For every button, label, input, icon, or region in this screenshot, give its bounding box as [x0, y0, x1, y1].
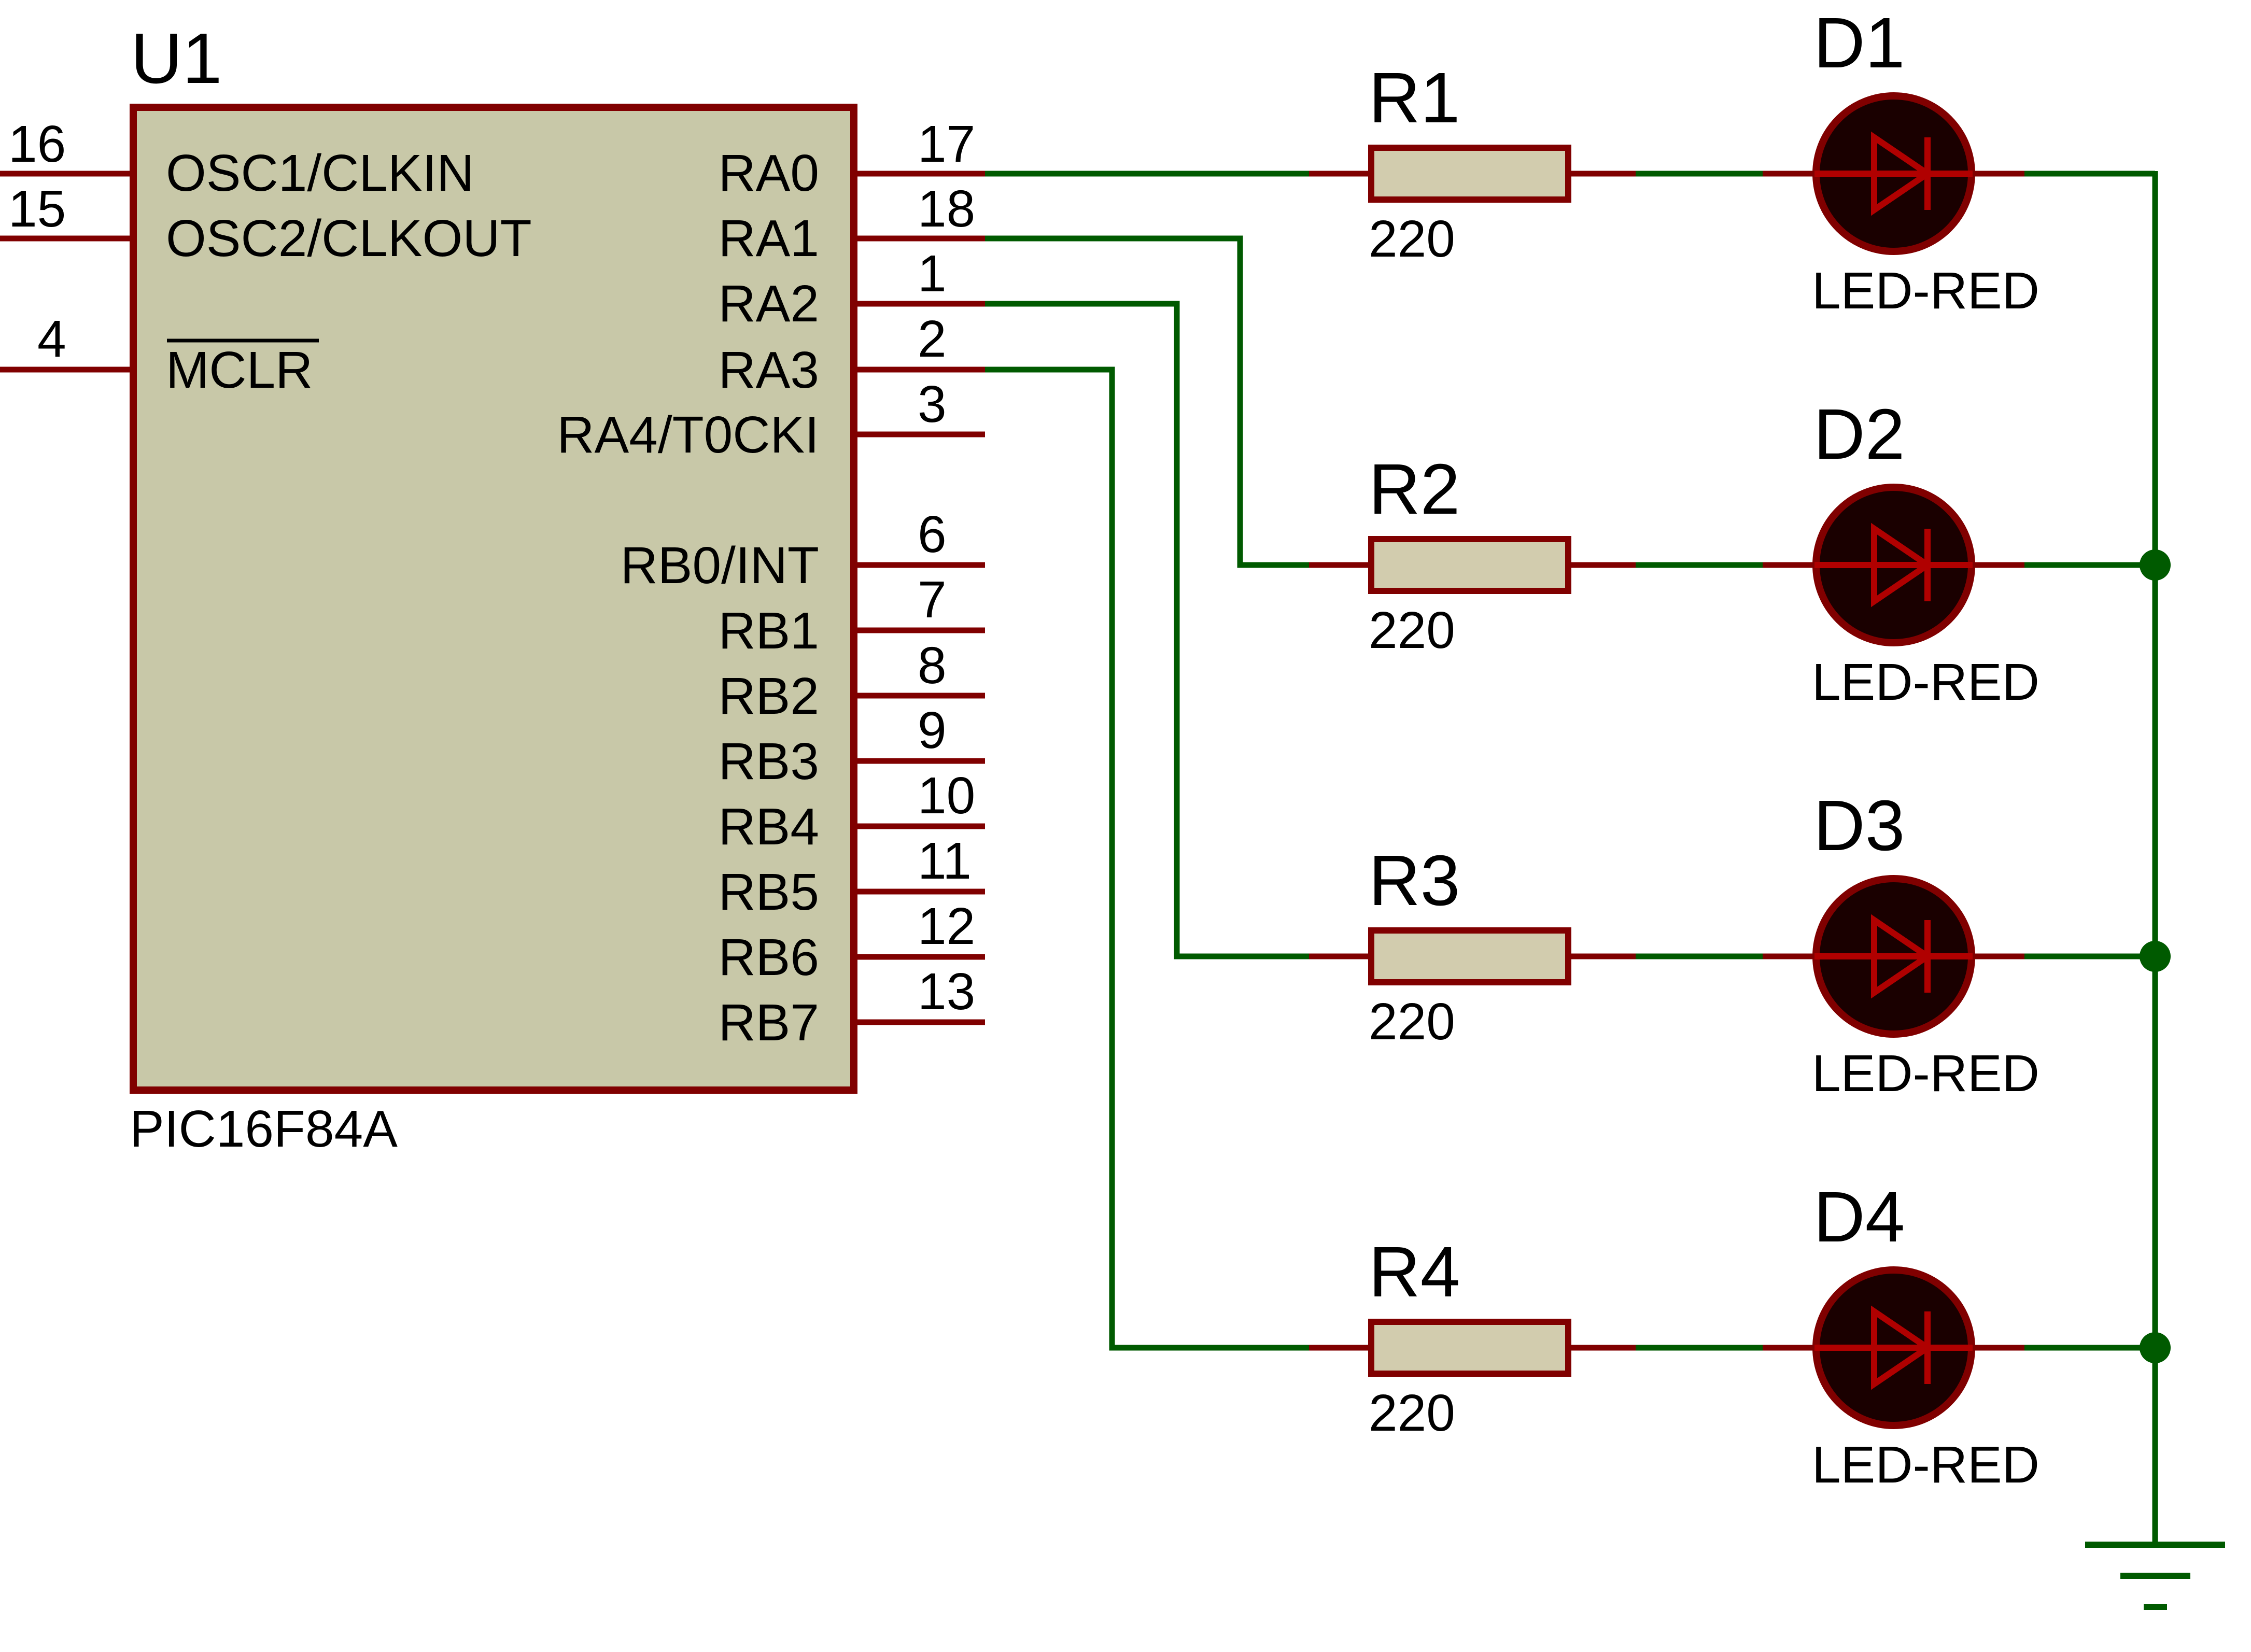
junction-dot [2140, 549, 2171, 581]
resistor-body [1368, 536, 1571, 594]
ic-body [130, 104, 857, 1094]
pin-name: RB6 [718, 928, 819, 986]
ic-right-pin-rb0[interactable]: 6 RB0/INT [621, 505, 985, 595]
pin-number: 4 [37, 310, 66, 368]
pin-name: RB1 [718, 602, 819, 660]
led-d4[interactable]: D4 LED-RED [1763, 1177, 2039, 1494]
led-type: LED-RED [1812, 653, 2039, 711]
pin-name: RA3 [718, 341, 819, 399]
pin-name: RB3 [718, 732, 819, 790]
ic-part-label: PIC16F84A [130, 1100, 398, 1158]
pin-number: 12 [918, 897, 975, 955]
pin-name: RB0/INT [621, 536, 819, 595]
wires [985, 171, 2171, 1545]
pin-number: 8 [918, 637, 947, 695]
pin-number: 13 [918, 963, 975, 1021]
ic-right-pin-rb1[interactable]: 7 RB1 [718, 571, 985, 660]
resistor-r4[interactable]: R4 220 [1309, 1232, 1636, 1442]
led-reference: D2 [1813, 394, 1905, 474]
pin-number: 7 [918, 571, 947, 629]
ic-left-pin-osc1[interactable]: 16 OSC1/CLKIN [0, 115, 474, 202]
pin-number: 18 [918, 180, 975, 238]
pin-name: RA4/T0CKI [557, 406, 819, 464]
diode-symbol-icon [1814, 1305, 1973, 1390]
ic-right-pin-ra3[interactable]: 2 RA3 [718, 310, 985, 399]
resistor-value: 220 [1369, 210, 1455, 268]
resistor-r2[interactable]: R2 220 [1309, 449, 1636, 659]
pin-number: 15 [8, 180, 66, 238]
pin-number: 2 [918, 310, 947, 368]
led-type: LED-RED [1812, 262, 2039, 320]
pin-number: 17 [918, 115, 975, 173]
pin-number: 10 [918, 767, 975, 825]
resistor-value: 220 [1369, 601, 1455, 659]
ic-right-pin-rb6[interactable]: 12 RB6 [718, 897, 985, 986]
pin-name: RB4 [718, 798, 819, 856]
diode-symbol-icon [1814, 914, 1973, 999]
ic-reference-label: U1 [131, 19, 222, 98]
junction-dot [2140, 941, 2171, 972]
pin-name: RB5 [718, 863, 819, 921]
resistor-body [1368, 927, 1571, 985]
resistor-r1[interactable]: R1 220 [1309, 58, 1636, 268]
pin-number: 9 [918, 701, 947, 759]
led-d1[interactable]: D1 LED-RED [1763, 3, 2039, 320]
resistor-reference: R1 [1369, 58, 1460, 138]
resistor-body [1368, 145, 1571, 203]
led-reference: D1 [1813, 3, 1905, 83]
resistor-body [1368, 1319, 1571, 1377]
led-d3[interactable]: D3 LED-RED [1763, 786, 2039, 1103]
pin-number: 1 [918, 245, 947, 303]
ic-right-pin-rb4[interactable]: 10 RB4 [718, 767, 985, 856]
pin-name: RB7 [718, 994, 819, 1052]
pin-name: OSC1/CLKIN [166, 144, 474, 202]
resistor-reference: R2 [1369, 449, 1460, 529]
resistor-reference: R3 [1369, 841, 1460, 921]
ic-left-pin-osc2[interactable]: 15 OSC2/CLKOUT [0, 180, 532, 267]
pin-name: RA1 [718, 209, 819, 267]
wire-ra3-r4[interactable] [985, 366, 1309, 1351]
pin-name: RB2 [718, 667, 819, 725]
ic-right-pin-ra4[interactable]: 3 RA4/T0CKI [557, 375, 985, 464]
resistor-reference: R4 [1369, 1232, 1460, 1312]
ic-right-pin-ra1[interactable]: 18 RA1 [718, 180, 985, 267]
led-reference: D3 [1813, 786, 1905, 866]
wire-ra1-r2[interactable] [985, 235, 1309, 568]
ic-right-pin-rb3[interactable]: 9 RB3 [718, 701, 985, 790]
led-type: LED-RED [1812, 1044, 2039, 1103]
ic-right-pin-ra2[interactable]: 1 RA2 [718, 245, 985, 333]
pin-name: RA0 [718, 144, 819, 202]
led-reference: D4 [1813, 1177, 1905, 1257]
pin-number: 11 [918, 832, 972, 890]
pin-number: 16 [8, 115, 66, 173]
pin-name: OSC2/CLKOUT [166, 209, 532, 267]
ic-right-pin-rb2[interactable]: 8 RB2 [718, 637, 985, 725]
resistor-r3[interactable]: R3 220 [1309, 841, 1636, 1051]
ic-left-pin-mclr[interactable]: 4 MCLR [0, 310, 319, 399]
ic-right-pin-rb5[interactable]: 11 RB5 [718, 832, 985, 921]
pin-number: 6 [918, 505, 947, 563]
pin-name: RA2 [718, 275, 819, 333]
diode-symbol-icon [1814, 131, 1973, 216]
pin-name: MCLR [166, 341, 313, 399]
resistor-value: 220 [1369, 993, 1455, 1051]
led-d2[interactable]: D2 LED-RED [1763, 394, 2039, 711]
diode-symbol-icon [1814, 523, 1973, 608]
wire-ra2-r3[interactable] [985, 301, 1309, 959]
ic-right-pin-ra0[interactable]: 17 RA0 [718, 115, 985, 202]
ic-u1[interactable]: U1 PIC16F84A 16 OSC1/CLKIN 15 OSC2/CLKOU… [0, 19, 985, 1158]
junction-dot [2140, 1332, 2171, 1363]
ic-right-pin-rb7[interactable]: 13 RB7 [718, 963, 985, 1052]
resistor-value: 220 [1369, 1384, 1455, 1442]
ground-symbol-icon[interactable] [2085, 1542, 2225, 1610]
led-type: LED-RED [1812, 1436, 2039, 1494]
pin-number: 3 [918, 375, 947, 433]
